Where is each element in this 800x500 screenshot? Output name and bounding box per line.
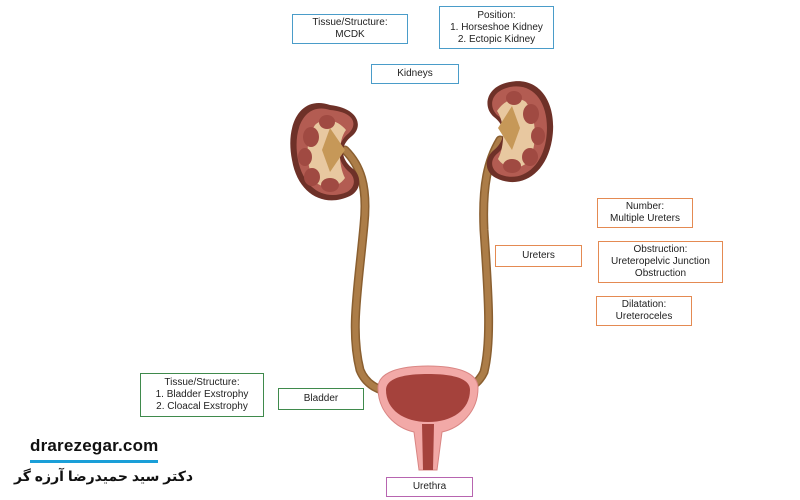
label-text: 1. Horseshoe Kidney	[450, 21, 543, 33]
bladder-illustration	[377, 365, 479, 471]
label-text: Ureters	[522, 250, 555, 261]
label-heading: Tissue/Structure:	[164, 377, 240, 388]
label-urethra: Urethra	[386, 477, 473, 497]
label-ureters: Ureters	[495, 245, 582, 267]
label-heading: Tissue/Structure:	[312, 17, 388, 28]
label-bladder: Bladder	[278, 388, 364, 410]
label-text: Ureteroceles	[615, 311, 673, 322]
label-text: 2. Cloacal Exstrophy	[156, 401, 248, 412]
watermark-underline	[30, 460, 158, 463]
left-kidney	[290, 103, 360, 201]
label-text: Multiple Ureters	[609, 213, 681, 224]
label-dilatation: Dilatation: Ureteroceles	[596, 296, 692, 326]
label-text: MCDK	[335, 29, 365, 40]
watermark-site: drarezegar.com	[30, 436, 159, 455]
label-text: Obstruction	[634, 268, 687, 279]
label-text: Urethra	[412, 481, 447, 492]
label-text: 1. Bladder Exstrophy	[155, 389, 249, 400]
label-text: Ureteropelvic Junction	[611, 256, 710, 267]
label-number: Number: Multiple Ureters	[597, 198, 693, 228]
right-ureter	[445, 135, 505, 397]
label-heading: Dilatation:	[621, 299, 667, 310]
label-position: Position: 1. Horseshoe Kidney 2. Ectopic…	[439, 6, 554, 49]
label-heading: Obstruction:	[633, 244, 688, 255]
watermark-author-name: دکتر سید حمیدرضا آرزه گر	[14, 468, 194, 484]
label-heading: Position:	[477, 9, 516, 21]
label-tissue-mcdk: Tissue/Structure: MCDK	[292, 14, 408, 44]
label-text: Kidneys	[397, 68, 433, 79]
label-text: 2. Ectopic Kidney	[457, 33, 536, 45]
label-kidneys: Kidneys	[371, 64, 459, 84]
label-text: Bladder	[303, 393, 339, 404]
label-obstruction: Obstruction: Ureteropelvic Junction Obst…	[598, 241, 723, 283]
right-kidney	[486, 81, 554, 183]
label-heading: Number:	[625, 201, 665, 212]
label-tissue-exstrophy: Tissue/Structure: 1. Bladder Exstrophy 2…	[140, 373, 264, 417]
